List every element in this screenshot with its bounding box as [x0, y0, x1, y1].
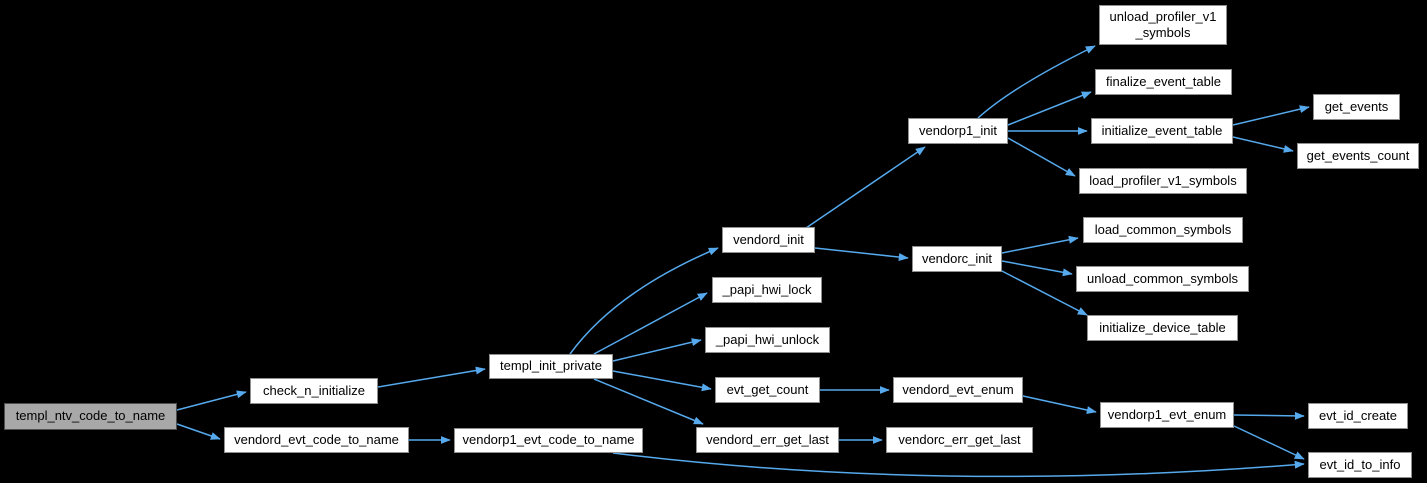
- node-label: get_events_count: [1306, 147, 1410, 163]
- node-_papi_hwi_unlock[interactable]: _papi_hwi_unlock: [705, 327, 830, 353]
- edge-vendorp1_init-to-unload_profiler_v1_symbols: [977, 45, 1096, 119]
- node-initialize_device_table[interactable]: initialize_device_table: [1087, 315, 1238, 341]
- node-label: vendord_err_get_last: [706, 431, 829, 447]
- node-label: load_profiler_v1_symbols: [1089, 172, 1237, 188]
- node-label: vendorc_init: [921, 250, 993, 266]
- edge-vendorp1_init-to-finalize_event_table: [1007, 91, 1092, 126]
- node-label: _symbols: [1135, 25, 1191, 40]
- node-templ_init_private[interactable]: templ_init_private: [489, 354, 613, 379]
- edge-vendord_init-to-vendorp1_init: [805, 146, 926, 229]
- edge-templ_ntv_code_to_name-to-vendord_evt_code_to_name: [176, 423, 221, 440]
- node-load_profiler_v1_symbols[interactable]: load_profiler_v1_symbols: [1079, 168, 1247, 194]
- node-vendorp1_init[interactable]: vendorp1_init: [908, 118, 1008, 144]
- node-check_n_initialize[interactable]: check_n_initialize: [250, 378, 378, 404]
- edge-templ_init_private-to-evt_get_count: [612, 370, 712, 392]
- node-label: evt_get_count: [726, 381, 809, 397]
- node-vendorp1_evt_code_to_name[interactable]: vendorp1_evt_code_to_name: [454, 428, 643, 453]
- node-evt_get_count[interactable]: evt_get_count: [715, 377, 820, 403]
- edge-initialize_event_table-to-get_events_count: [1232, 136, 1294, 153]
- node-label: initialize_device_table: [1099, 319, 1226, 335]
- node-evt_id_to_info[interactable]: evt_id_to_info: [1308, 452, 1412, 478]
- node-get_events_count[interactable]: get_events_count: [1297, 143, 1419, 169]
- edge-vendorp1_init-to-load_profiler_v1_symbols: [1007, 137, 1076, 177]
- edge-vendord_evt_enum-to-vendorp1_evt_enum: [1022, 395, 1097, 414]
- node-label: templ_ntv_code_to_name: [15, 408, 166, 424]
- edge-vendorp1_evt_code_to_name-to-evt_id_to_info: [612, 452, 1305, 478]
- node-label: finalize_event_table: [1106, 73, 1221, 89]
- node-label: check_n_initialize: [263, 382, 365, 398]
- node-label: vendord_init: [733, 231, 804, 247]
- node-label: vendorp1_evt_enum: [1107, 406, 1227, 422]
- node-_papi_hwi_lock[interactable]: _papi_hwi_lock: [712, 277, 822, 303]
- edge-vendorp1_evt_enum-to-evt_id_to_info: [1233, 425, 1305, 460]
- node-unload_profiler_v1_symbols[interactable]: unload_profiler_v1_symbols: [1099, 5, 1227, 45]
- edge-vendorc_init-to-initialize_device_table: [999, 269, 1088, 316]
- node-evt_id_create[interactable]: evt_id_create: [1308, 403, 1408, 429]
- node-label: vendord_evt_enum: [902, 381, 1014, 397]
- node-label: _papi_hwi_unlock: [715, 331, 820, 347]
- node-finalize_event_table[interactable]: finalize_event_table: [1095, 69, 1232, 95]
- node-label: evt_id_create: [1318, 407, 1398, 423]
- node-label: vendord_evt_code_to_name: [234, 431, 399, 447]
- edge-templ_ntv_code_to_name-to-check_n_initialize: [176, 390, 247, 411]
- node-vendord_init[interactable]: vendord_init: [722, 227, 815, 253]
- node-vendorp1_evt_enum[interactable]: vendorp1_evt_enum: [1100, 402, 1234, 428]
- node-vendord_err_get_last[interactable]: vendord_err_get_last: [696, 427, 839, 453]
- edge-templ_init_private-to-_papi_hwi_unlock: [612, 338, 702, 362]
- node-label: unload_common_symbols: [1086, 270, 1239, 286]
- node-label: templ_init_private: [500, 358, 602, 374]
- edge-initialize_event_table-to-get_events: [1232, 105, 1310, 126]
- node-load_common_symbols[interactable]: load_common_symbols: [1083, 217, 1243, 243]
- node-unload_common_symbols[interactable]: unload_common_symbols: [1076, 266, 1249, 292]
- edge-templ_init_private-to-_papi_hwi_lock: [593, 292, 708, 355]
- node-label: initialize_event_table: [1101, 122, 1223, 138]
- edge-vendorc_init-to-unload_common_symbols: [1001, 260, 1073, 277]
- edge-vendord_init-to-vendorc_init: [814, 247, 909, 261]
- node-vendord_evt_enum[interactable]: vendord_evt_enum: [893, 377, 1023, 403]
- edge-check_n_initialize-to-templ_init_private: [377, 366, 486, 388]
- node-label: get_events: [1324, 98, 1389, 114]
- node-vendord_evt_code_to_name[interactable]: vendord_evt_code_to_name: [224, 427, 409, 453]
- node-label: vendorc_err_get_last: [898, 431, 1021, 447]
- node-initialize_event_table[interactable]: initialize_event_table: [1091, 118, 1233, 144]
- edge-templ_init_private-to-vendord_err_get_last: [593, 378, 704, 425]
- node-vendorc_err_get_last[interactable]: vendorc_err_get_last: [886, 427, 1033, 453]
- node-vendorc_init[interactable]: vendorc_init: [912, 246, 1002, 272]
- node-label: vendorp1_init: [918, 122, 998, 138]
- edge-vendorc_init-to-load_common_symbols: [1001, 235, 1079, 254]
- node-label: _papi_hwi_lock: [722, 281, 812, 297]
- edge-vendorp1_evt_enum-to-evt_id_create: [1233, 411, 1305, 420]
- node-templ_ntv_code_to_name: templ_ntv_code_to_name: [4, 403, 177, 430]
- node-label: unload_profiler_v1: [1109, 8, 1217, 24]
- node-label: load_common_symbols: [1094, 221, 1232, 237]
- edge-templ_init_private-to-vendord_init: [569, 247, 719, 355]
- node-get_events[interactable]: get_events: [1313, 94, 1400, 120]
- node-label: evt_id_to_info: [1319, 456, 1401, 472]
- node-label: vendorp1_evt_code_to_name: [462, 432, 635, 448]
